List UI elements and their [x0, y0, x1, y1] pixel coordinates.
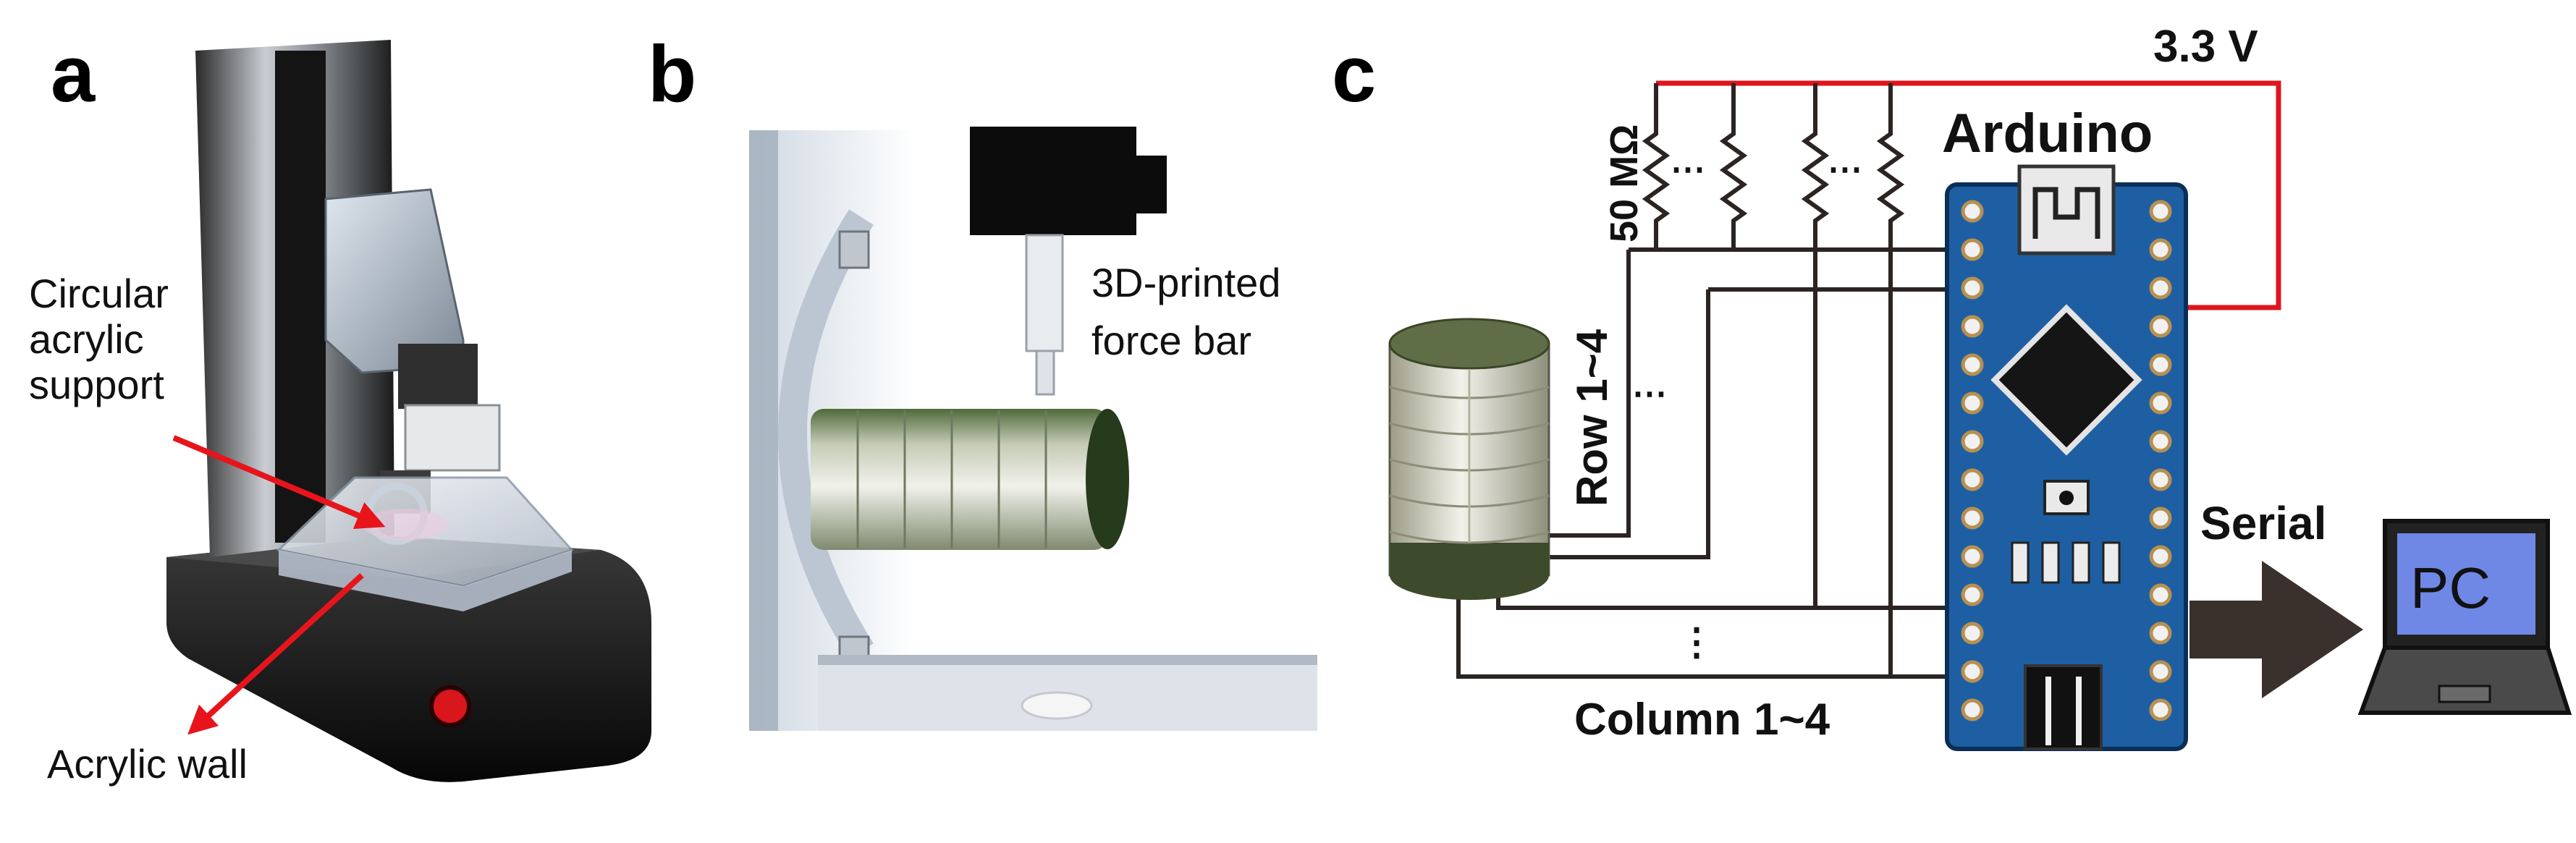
panel-letter-c: c [1332, 30, 1376, 119]
panel-c: c 3.3 V 50 MΩ ⋯ ⋯ ⋯ Row 1~4 [1332, 22, 2572, 751]
sample-cylinder-end [1086, 409, 1129, 549]
panel-letter-b: b [648, 30, 696, 119]
panel-b: b 3D-printed force bar [648, 30, 1317, 731]
row-wires [1542, 247, 1963, 559]
power-button [429, 685, 471, 727]
resistor-3 [1801, 83, 1830, 250]
smd-components [2011, 541, 2121, 584]
force-bar-shaft [1025, 234, 1064, 352]
wall-arrow [187, 573, 364, 735]
wall-edge [749, 130, 778, 731]
sensor-bottom-band [1390, 543, 1549, 575]
callout-support-2: acrylic [29, 316, 144, 362]
icsp-pins [2045, 677, 2082, 745]
column-wire-2 [1456, 564, 1963, 679]
fixture-block [404, 404, 501, 472]
callout-force-bar-2: force bar [1091, 318, 1251, 363]
reset-button-dot [2059, 491, 2074, 505]
voltage-label: 3.3 V [2153, 22, 2258, 72]
pillar-slot [275, 51, 326, 543]
support-arrow [172, 435, 386, 530]
wall-ring [778, 209, 874, 659]
arduino-label: Arduino [1942, 103, 2153, 164]
machine-base [166, 535, 651, 782]
panel-a: a Circular acrylic support Acr [29, 30, 651, 787]
icsp-header [2024, 664, 2103, 750]
callout-support-3: support [29, 362, 164, 407]
sensor-top [1388, 318, 1550, 370]
power-wire [1656, 80, 2281, 310]
column-ellipsis: ⋮ [1678, 622, 1715, 664]
testing-machine [166, 40, 651, 782]
column-label: Column 1~4 [1574, 695, 1830, 745]
row-wire-2-drop [1542, 289, 1710, 559]
serial-arrow [2189, 561, 2363, 698]
wall-bolt-top [838, 230, 870, 269]
callout-force-bar-1: 3D-printed [1091, 260, 1280, 305]
pin-column-right [2149, 200, 2172, 721]
arduino-board [1945, 164, 2188, 751]
callout-wall: Acrylic wall [47, 741, 248, 787]
sample-cylinder [811, 409, 1107, 550]
floor-plate-edge [818, 655, 1317, 665]
resistor-ellipsis-left: ⋯ [1671, 151, 1705, 189]
mcu-chip [1990, 304, 2142, 456]
laptop-screen [2397, 533, 2535, 635]
resistor-2 [1719, 83, 1748, 250]
laptop-touchpad [2438, 685, 2491, 703]
acrylic-stage-side [279, 550, 572, 611]
resistor-label: 50 MΩ [1602, 124, 1646, 242]
usb-connector [2032, 187, 2100, 239]
pc-label: PC [2410, 556, 2491, 620]
resistor-array [1642, 83, 1905, 250]
resistor-1 [1642, 83, 1671, 250]
force-bar-tip [1035, 350, 1055, 396]
floor-peg [1021, 691, 1093, 720]
resistor-ellipsis-right: ⋯ [1828, 151, 1862, 189]
callout-support-1: Circular [29, 271, 169, 316]
sensor-cylinder [1388, 318, 1550, 600]
column-wire-1 [1496, 564, 1963, 610]
pc-laptop [2357, 519, 2572, 715]
serial-label: Serial [2200, 497, 2326, 549]
panel-letter-a: a [51, 30, 96, 119]
row-label: Row 1~4 [1568, 329, 1616, 507]
pin-column-left [1961, 200, 1984, 721]
load-cell [398, 344, 478, 409]
row-wire-1-drop [1542, 250, 1631, 538]
laptop-keyboard [2357, 645, 2572, 715]
resistor-4 [1876, 83, 1905, 250]
force-bar-head [970, 127, 1167, 235]
row-ellipsis: ⋯ [1632, 375, 1667, 413]
sample-segment-lines [856, 410, 1047, 548]
